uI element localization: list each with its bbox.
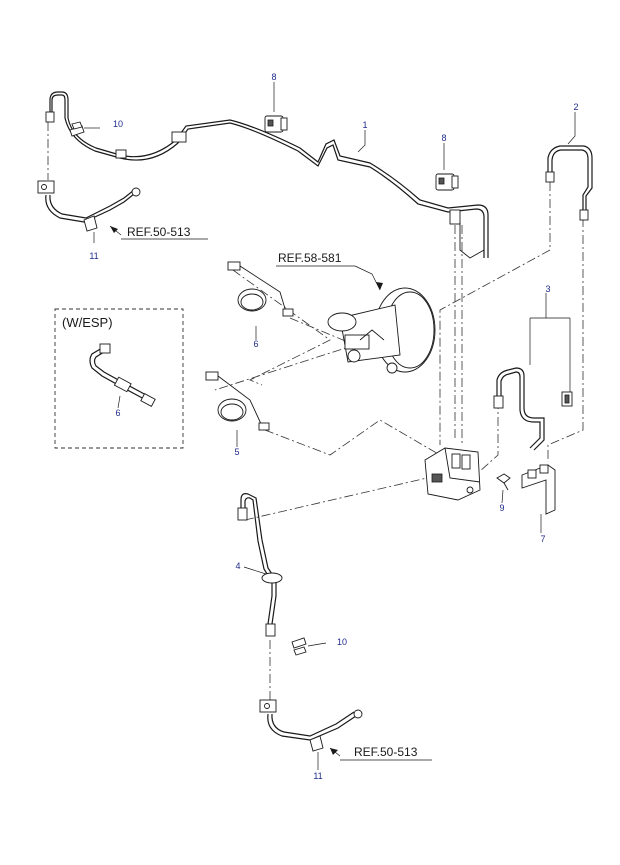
mount-block-part-8-left [264,115,288,133]
callout-5: 5 [234,447,239,457]
bracket-part-7 [521,464,556,515]
rear-tube-part-4 [237,493,283,637]
hose-end-fitting [131,187,141,197]
hose-clip [83,215,98,232]
callout-10-upper: 10 [113,119,123,129]
callout-7: 7 [540,534,545,544]
tube-fitting [45,111,55,123]
callout-6-inset: 6 [115,408,120,418]
callout-9: 9 [499,503,504,513]
brake-booster [327,287,436,374]
arrow-heads [110,226,383,755]
tube-part-2 [545,145,593,221]
front-hose-assembly [37,180,141,232]
hydraulic-unit [424,447,481,501]
tube-clip [171,131,187,143]
clip-part-10-upper [69,121,85,137]
leader-lines [84,82,576,770]
coil-tube-part-6-upper [227,261,294,317]
callout-numbers: 1 2 3 4 5 6 6 7 8 8 9 10 10 11 11 [89,72,578,781]
callout-2: 2 [573,102,578,112]
mount-block-part-8-right [435,173,459,191]
connection-lines [47,122,584,702]
ref-label-rear-hose: REF.50-513 [354,745,418,759]
callout-8-left: 8 [271,72,276,82]
ref-labels: REF.50-513 REF.58-581 REF.50-513 [121,225,432,761]
front-brake-tube [45,91,489,259]
tube-part-3 [493,367,573,451]
ref-label-front-hose: REF.50-513 [127,225,191,239]
callout-6-upper: 6 [253,339,258,349]
tube-fitting [449,209,461,225]
callout-11-upper: 11 [89,251,98,261]
callout-1: 1 [362,120,367,130]
coil-tube-part-5 [205,371,270,431]
callout-8-right: 8 [441,133,446,143]
ref-label-booster: REF.58-581 [278,251,342,265]
callout-11-lower: 11 [313,771,322,781]
callout-3: 3 [545,284,550,294]
bolt-part-9 [496,473,511,491]
callout-4: 4 [235,561,240,571]
esp-inset: (W/ESP) [54,308,184,449]
tube-clip [115,149,127,159]
clip-part-10-lower [291,637,307,656]
rear-hose-assembly [259,699,363,752]
esp-inset-label: (W/ESP) [62,315,113,330]
callout-10-lower: 10 [337,637,347,647]
